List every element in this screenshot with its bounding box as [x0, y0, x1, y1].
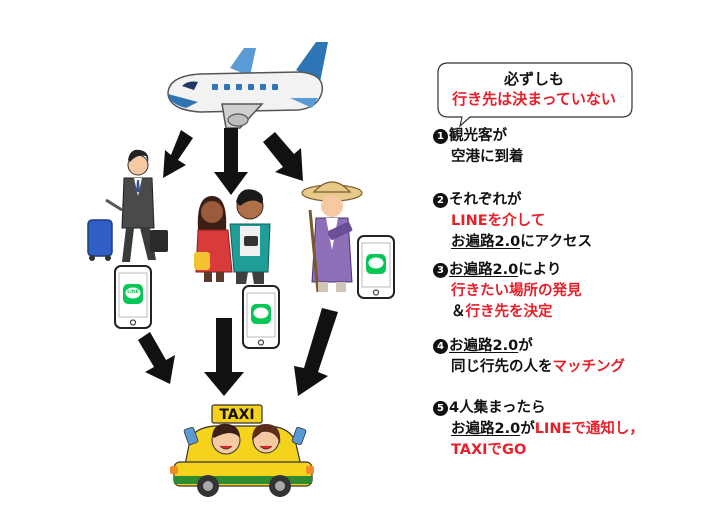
step-1-line-2: 空港に到着	[451, 149, 524, 165]
step-number-2: 2	[433, 193, 448, 208]
step-4-line-2-pre: 同じ行先の人を	[451, 359, 553, 375]
step-number-5: 5	[433, 401, 448, 416]
arrow-left-to-taxi	[138, 332, 175, 384]
phone-line-app-right	[357, 235, 395, 299]
phone-line-app-left	[114, 265, 152, 329]
step-number-1: 1	[433, 129, 448, 144]
step-5-mid: が	[520, 421, 535, 437]
taxi-sign-text: TAXI	[219, 407, 254, 423]
step-3-ohenro: お遍路2.0	[449, 262, 519, 278]
step-5-line-2: LINEで通知し，	[534, 421, 644, 437]
step-number-3: 3	[433, 263, 448, 278]
step-number-4: 4	[433, 339, 448, 354]
phone-label-left: LINE	[127, 289, 138, 295]
arrow-center-to-taxi	[204, 318, 244, 396]
arrow-plane-right	[263, 132, 303, 181]
taxi: TAXI	[170, 404, 314, 497]
step-4-line-2: マッチング	[552, 359, 626, 375]
phone-line-app-center	[242, 285, 280, 349]
bubble-line-2: 行き先は決まっていない	[452, 90, 616, 108]
speech-bubble-shape	[437, 62, 633, 128]
step-1-line-1: 観光客が	[449, 128, 507, 144]
step-5-ohenro: お遍路2.0	[451, 421, 521, 437]
tourist-couple	[194, 189, 271, 284]
arrow-right-to-taxi	[294, 308, 338, 396]
step-3-line-3: 行き先を決定	[465, 304, 553, 320]
step-4-ohenro: お遍路2.0	[449, 338, 519, 354]
pilgrim-traveler	[301, 181, 363, 293]
businessman-traveler	[87, 149, 168, 262]
arrow-plane-left	[163, 130, 193, 178]
bubble-line-1: 必ずしも	[503, 70, 564, 88]
step-3-line-1: により	[518, 262, 562, 278]
step-3-line-2: 行きたい場所の発見	[451, 283, 582, 299]
step-5-line-1: 4人集まったら	[449, 400, 546, 416]
speech-bubble: 必ずしも 行き先は決まっていない	[436, 69, 632, 109]
airplane	[167, 42, 328, 129]
arrow-plane-center	[214, 128, 248, 195]
step-4-line-1: が	[518, 338, 533, 354]
step-2-line-1: それぞれが	[449, 192, 522, 208]
step-3-amp: ＆	[451, 304, 466, 320]
step-5-line-3: TAXIでGO	[451, 442, 527, 458]
step-2-line-3: にアクセス	[520, 234, 592, 250]
step-2-line-2: LINEを介して	[451, 213, 546, 229]
step-2-ohenro-link: お遍路2.0	[451, 234, 521, 250]
